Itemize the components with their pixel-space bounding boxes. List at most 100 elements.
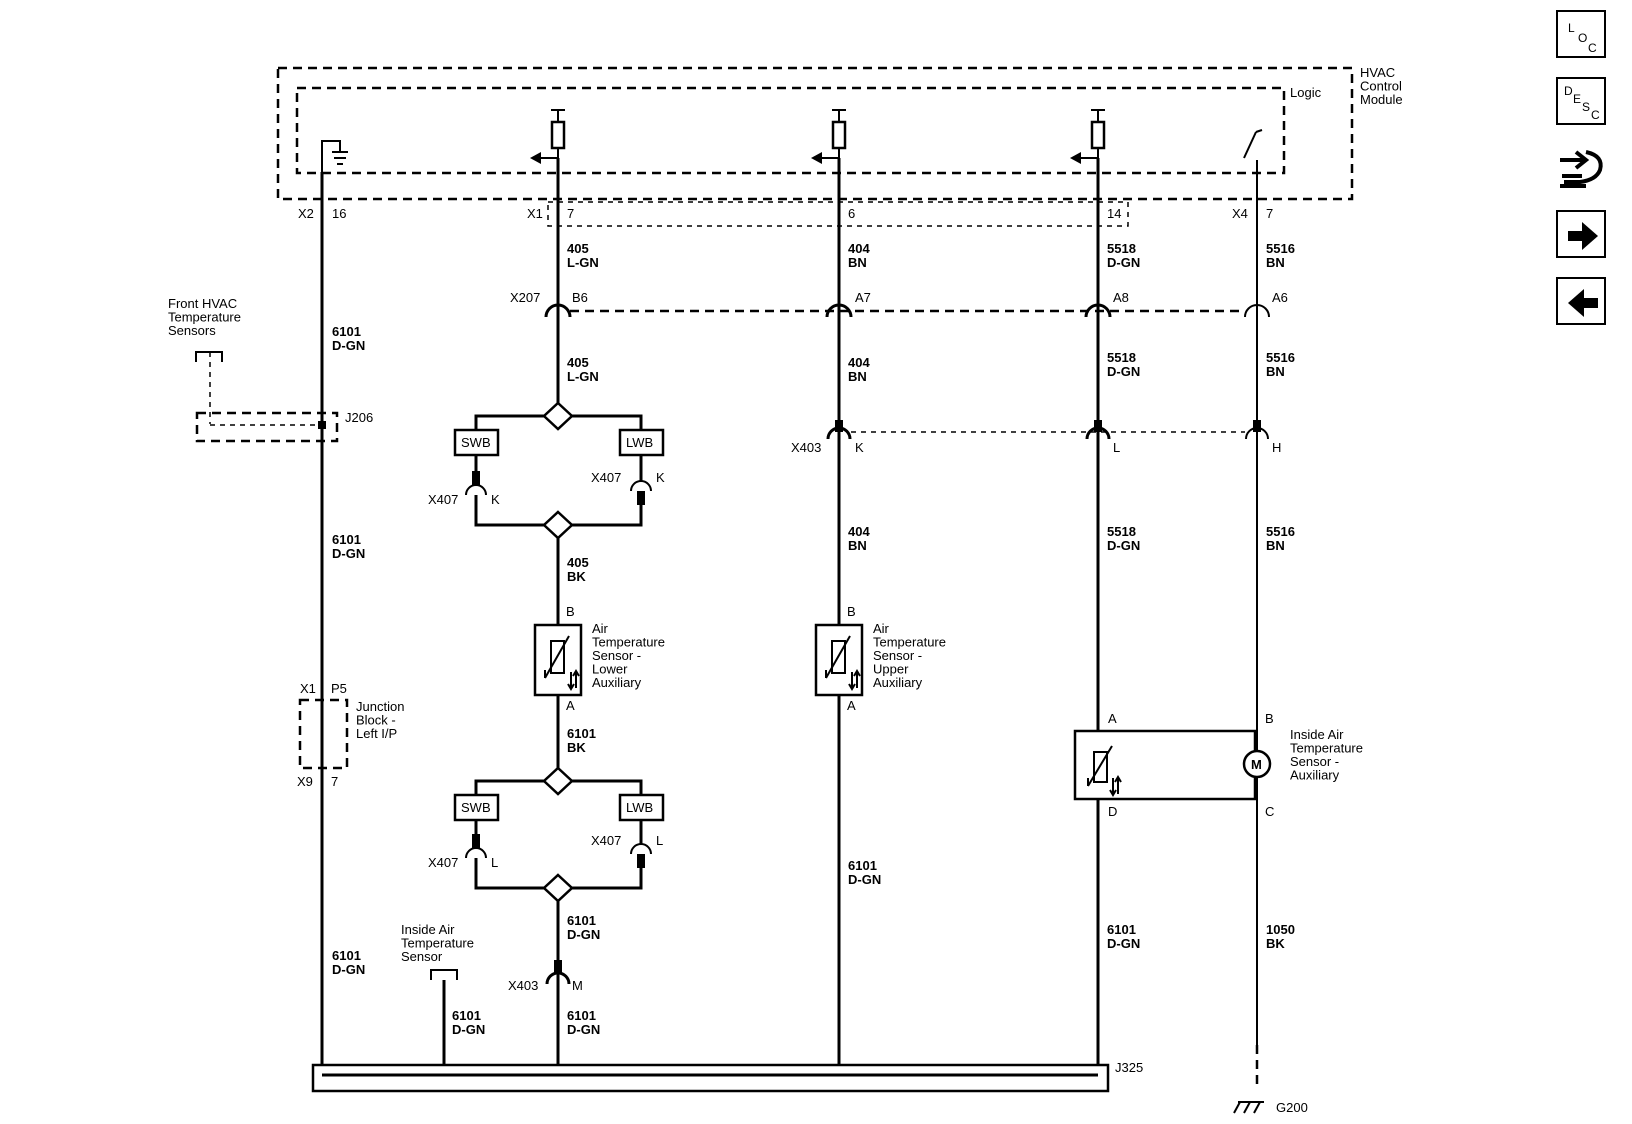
g200-label: G200: [1276, 1100, 1308, 1115]
connector-pin-icon: [630, 843, 652, 855]
svg-text:D-GN: D-GN: [1107, 936, 1140, 951]
svg-text:6101: 6101: [848, 858, 877, 873]
inside-air-aux-sensor-box: [1073, 729, 1257, 801]
svg-text:5518: 5518: [1107, 350, 1136, 365]
right-arrow-icon: [1568, 222, 1598, 250]
connector-pin-icon: [630, 480, 652, 492]
svg-text:D-GN: D-GN: [332, 338, 365, 353]
jb-connector-label: X9: [297, 774, 313, 789]
splice-diamond-icon: [542, 401, 574, 431]
hvac-control-module-outline: [276, 66, 1354, 201]
connector-pin-icon: [637, 854, 645, 868]
x403-label: X403: [791, 440, 821, 455]
connector-pin-icon: [1253, 420, 1261, 432]
x207-pin-label: A6: [1272, 290, 1288, 305]
x407-label: X407: [591, 833, 621, 848]
lwb-option-box: [618, 428, 665, 457]
svg-text:5518: 5518: [1107, 524, 1136, 539]
svg-text:405: 405: [567, 241, 589, 256]
svg-text:6101: 6101: [1107, 922, 1136, 937]
x2-label: X2: [298, 206, 314, 221]
svg-text:BN: BN: [1266, 364, 1285, 379]
svg-text:D-GN: D-GN: [452, 1022, 485, 1037]
svg-text:C: C: [1588, 41, 1597, 55]
upper-aux-sensor-box: [814, 623, 864, 697]
next-page-button[interactable]: [1556, 210, 1606, 258]
svg-text:404: 404: [848, 524, 870, 539]
lwb-return-wire: [572, 868, 643, 890]
jb-pin-label: P5: [331, 681, 347, 696]
thermistor-icon: [544, 635, 580, 691]
svg-text:6101: 6101: [567, 913, 596, 928]
svg-text:6101: 6101: [332, 948, 361, 963]
svg-text:BN: BN: [1266, 255, 1285, 270]
j325-splice-pack: [311, 1063, 1110, 1093]
svg-text:405: 405: [567, 555, 589, 570]
jb-pin-label: 7: [331, 774, 338, 789]
pullup-resistor-icon: [530, 109, 566, 164]
thermistor-icon: [1087, 745, 1122, 797]
thermistor-icon: [825, 635, 861, 691]
logic-block-outline: [295, 86, 1286, 175]
x407-label: X407: [428, 492, 458, 507]
sensor-connector-icon: [430, 969, 458, 980]
j325-label: J325: [1115, 1060, 1143, 1075]
svg-text:D-GN: D-GN: [332, 962, 365, 977]
connector-pin-icon: [835, 420, 843, 432]
module-ground-icon: [321, 140, 348, 172]
x403-pin-label: K: [855, 440, 864, 455]
x2-pin-label: 16: [332, 206, 346, 221]
lwb-option-label: LWB: [626, 435, 653, 450]
x4-label: X4: [1232, 206, 1248, 221]
connector-pin-icon: [825, 303, 853, 318]
connector-pin-icon: [637, 491, 645, 505]
sensor-pin-label: A: [1108, 711, 1117, 726]
svg-text:BK: BK: [567, 740, 586, 755]
lwb-branch-wire: [572, 414, 643, 430]
svg-text:BN: BN: [848, 369, 867, 384]
svg-text:L-GN: L-GN: [567, 369, 599, 384]
svg-text:6101: 6101: [567, 726, 596, 741]
location-view-button[interactable]: L O C: [1556, 10, 1606, 58]
svg-text:D-GN: D-GN: [1107, 538, 1140, 553]
pullup-resistor-icon: [1070, 109, 1106, 164]
left-arrow-icon: [1568, 289, 1598, 317]
x403-pin-label: L: [1113, 440, 1120, 455]
wire-connector-icon[interactable]: [1556, 144, 1606, 196]
svg-text:6101: 6101: [332, 532, 361, 547]
connector-pin-icon: [1244, 304, 1270, 318]
swb-option-box: [453, 793, 500, 822]
svg-text:D-GN: D-GN: [1107, 364, 1140, 379]
connector-pin-icon: [826, 426, 852, 440]
description-view-button[interactable]: D E S C: [1556, 77, 1606, 125]
swb-branch-wire: [474, 779, 544, 795]
previous-page-button[interactable]: [1556, 277, 1606, 325]
sensor-pin-label: B: [1265, 711, 1274, 726]
lwb-return-wire: [572, 505, 643, 527]
svg-text:1050: 1050: [1266, 922, 1295, 937]
x1-pin-label: 6: [848, 206, 855, 221]
sensor-pin-label: D: [1108, 804, 1117, 819]
j206-splice-pack: [195, 411, 339, 443]
svg-text:6101: 6101: [332, 324, 361, 339]
connector-pin-icon: [472, 834, 480, 848]
svg-text:O: O: [1578, 31, 1587, 45]
sensor-pin-label: A: [566, 698, 575, 713]
